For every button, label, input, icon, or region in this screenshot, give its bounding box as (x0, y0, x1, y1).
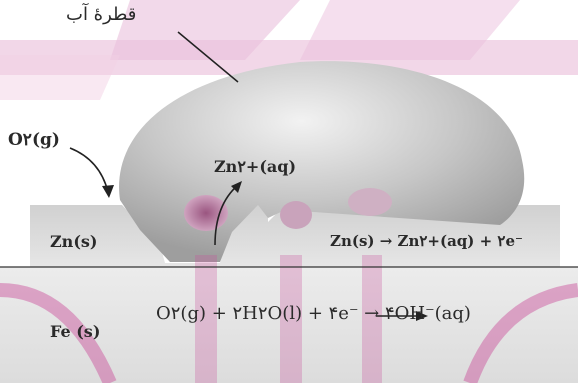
iron-layer-label: Fe (s) (50, 322, 101, 341)
reduction-arrowhead (416, 311, 428, 321)
oxygen-reduction-reaction: O۲(g) + ۲H۲O(l) + ۴e⁻ → ۴OH⁻(aq) (156, 303, 471, 324)
watermark-arcs (0, 283, 578, 383)
watermark-stripes (195, 255, 382, 383)
zinc-oxidation-reaction: Zn(s) → Zn۲+(aq) + ۲e⁻ (330, 232, 523, 250)
oxygen-label: O۲(g) (8, 130, 60, 150)
water-drop-label: قطرهٔ آب (66, 4, 137, 25)
oxygen-arrow (69, 147, 109, 193)
zinc-layer-label: Zn(s) (50, 232, 98, 251)
iron-layer (0, 267, 578, 383)
zinc-ion-label: Zn۲+(aq) (214, 157, 297, 176)
watermark (0, 0, 578, 100)
oxygen-arrowhead (102, 185, 114, 198)
zinc-ion-arrowhead (231, 181, 242, 193)
drop-leader-line (177, 31, 239, 83)
